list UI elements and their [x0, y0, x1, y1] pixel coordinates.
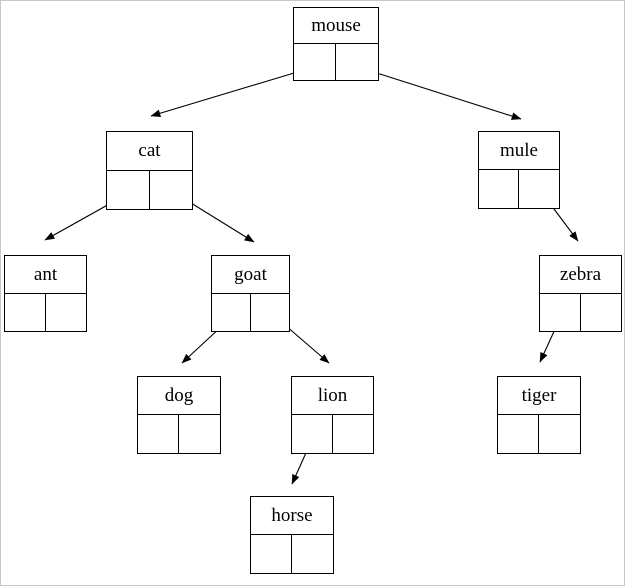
tree-node-left-pointer-ant[interactable] — [5, 293, 46, 331]
tree-node-left-pointer-cat[interactable] — [107, 170, 150, 209]
tree-node-label-mule: mule — [479, 132, 559, 170]
tree-node-right-pointer-goat[interactable] — [251, 294, 290, 332]
tree-node-left-pointer-goat[interactable] — [212, 293, 251, 331]
tree-node-left-pointer-mouse[interactable] — [294, 44, 336, 80]
tree-node-label-cat: cat — [107, 132, 192, 171]
tree-node-pointer-cells-cat — [107, 170, 193, 210]
tree-node-dog[interactable]: dog — [137, 376, 221, 454]
tree-node-pointer-cells-horse — [251, 535, 333, 573]
tree-node-left-pointer-tiger[interactable] — [498, 415, 539, 453]
tree-node-label-lion: lion — [292, 377, 373, 415]
tree-node-left-pointer-dog[interactable] — [138, 415, 179, 453]
tree-node-left-pointer-horse[interactable] — [251, 535, 292, 573]
tree-node-pointer-cells-dog — [138, 415, 220, 453]
tree-node-label-goat: goat — [212, 256, 289, 294]
tree-node-label-ant: ant — [5, 256, 86, 294]
tree-node-right-pointer-lion[interactable] — [333, 415, 374, 453]
tree-node-right-pointer-mule[interactable] — [519, 170, 559, 208]
tree-node-left-pointer-mule[interactable] — [479, 170, 519, 208]
tree-node-lion[interactable]: lion — [291, 376, 374, 454]
tree-node-right-pointer-horse[interactable] — [292, 535, 333, 573]
tree-node-pointer-cells-mule — [479, 170, 559, 208]
tree-node-horse[interactable]: horse — [250, 496, 334, 574]
tree-node-right-pointer-ant[interactable] — [46, 294, 87, 332]
tree-node-pointer-cells-tiger — [498, 415, 580, 453]
tree-node-goat[interactable]: goat — [211, 255, 290, 332]
tree-node-label-zebra: zebra — [540, 256, 621, 294]
tree-edge-mouse-to-cat — [150, 66, 315, 117]
tree-node-pointer-cells-goat — [212, 293, 290, 332]
tree-edge-mouse-to-mule — [357, 66, 522, 120]
tree-node-label-dog: dog — [138, 377, 220, 415]
tree-node-left-pointer-zebra[interactable] — [540, 293, 581, 331]
tree-node-right-pointer-dog[interactable] — [179, 415, 220, 453]
tree-node-label-horse: horse — [251, 497, 333, 535]
tree-node-pointer-cells-ant — [5, 293, 87, 332]
tree-node-label-tiger: tiger — [498, 377, 580, 415]
tree-node-right-pointer-zebra[interactable] — [581, 294, 622, 332]
tree-node-tiger[interactable]: tiger — [497, 376, 581, 454]
tree-node-label-mouse: mouse — [294, 8, 378, 44]
tree-node-pointer-cells-zebra — [540, 293, 622, 332]
tree-node-ant[interactable]: ant — [4, 255, 87, 332]
tree-node-pointer-cells-mouse — [294, 44, 378, 80]
tree-node-zebra[interactable]: zebra — [539, 255, 622, 332]
tree-node-cat[interactable]: cat — [106, 131, 193, 210]
tree-node-left-pointer-lion[interactable] — [292, 415, 333, 453]
tree-node-right-pointer-mouse[interactable] — [336, 44, 378, 80]
tree-node-mouse[interactable]: mouse — [293, 7, 379, 81]
tree-node-right-pointer-cat[interactable] — [150, 171, 193, 210]
tree-node-pointer-cells-lion — [292, 415, 373, 453]
tree-node-right-pointer-tiger[interactable] — [539, 415, 580, 453]
tree-node-mule[interactable]: mule — [478, 131, 560, 209]
